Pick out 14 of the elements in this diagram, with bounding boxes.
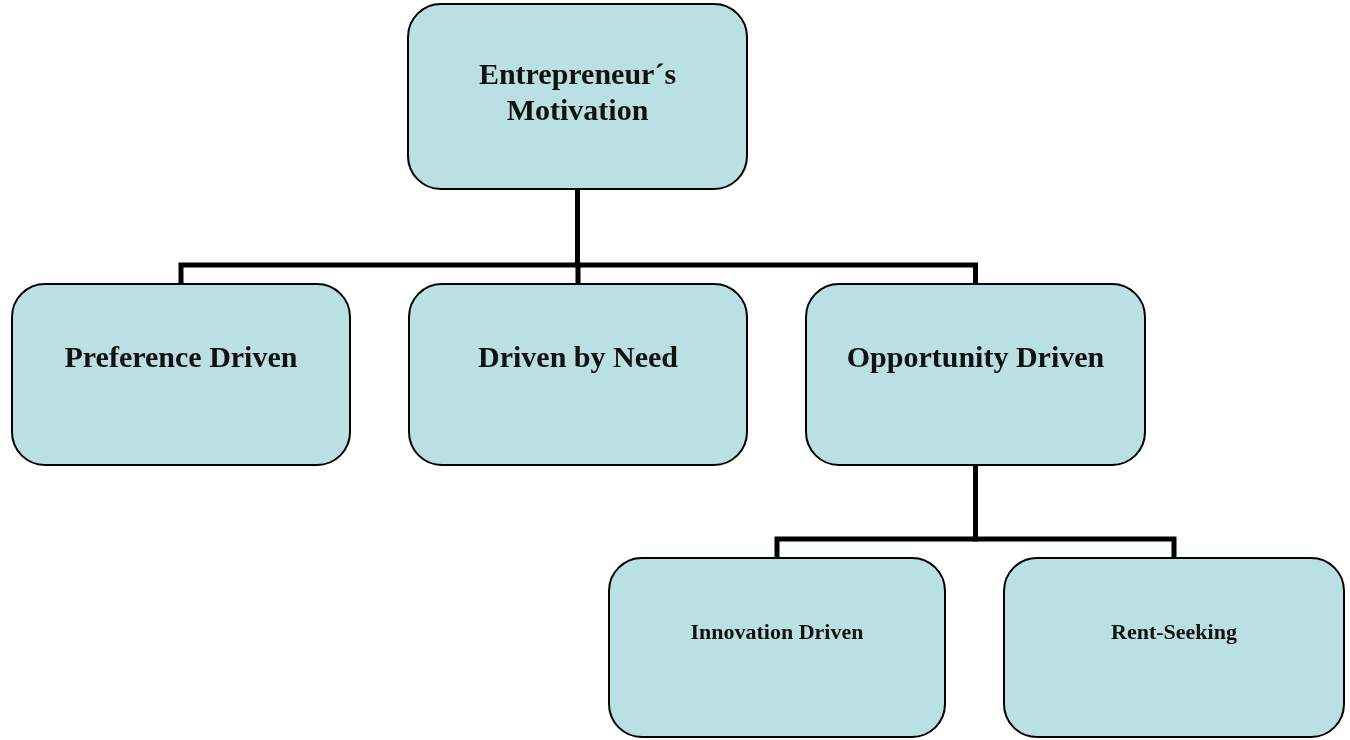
box-label: Driven by Need bbox=[478, 339, 678, 375]
box-label: Innovation Driven bbox=[690, 619, 864, 646]
rounded-box bbox=[408, 283, 748, 466]
rounded-box bbox=[805, 283, 1146, 466]
box-label: Entrepreneur´s Motivation bbox=[477, 55, 678, 128]
rounded-box bbox=[1003, 557, 1345, 738]
box-label: Rent-Seeking bbox=[1111, 619, 1237, 646]
connector-line bbox=[973, 466, 1177, 557]
rounded-box bbox=[608, 557, 946, 738]
connector-line bbox=[575, 190, 978, 283]
rounded-box bbox=[11, 283, 351, 466]
box-label: Preference Driven bbox=[64, 339, 298, 375]
rounded-box bbox=[407, 3, 748, 190]
box-label: Opportunity Driven bbox=[846, 339, 1105, 375]
